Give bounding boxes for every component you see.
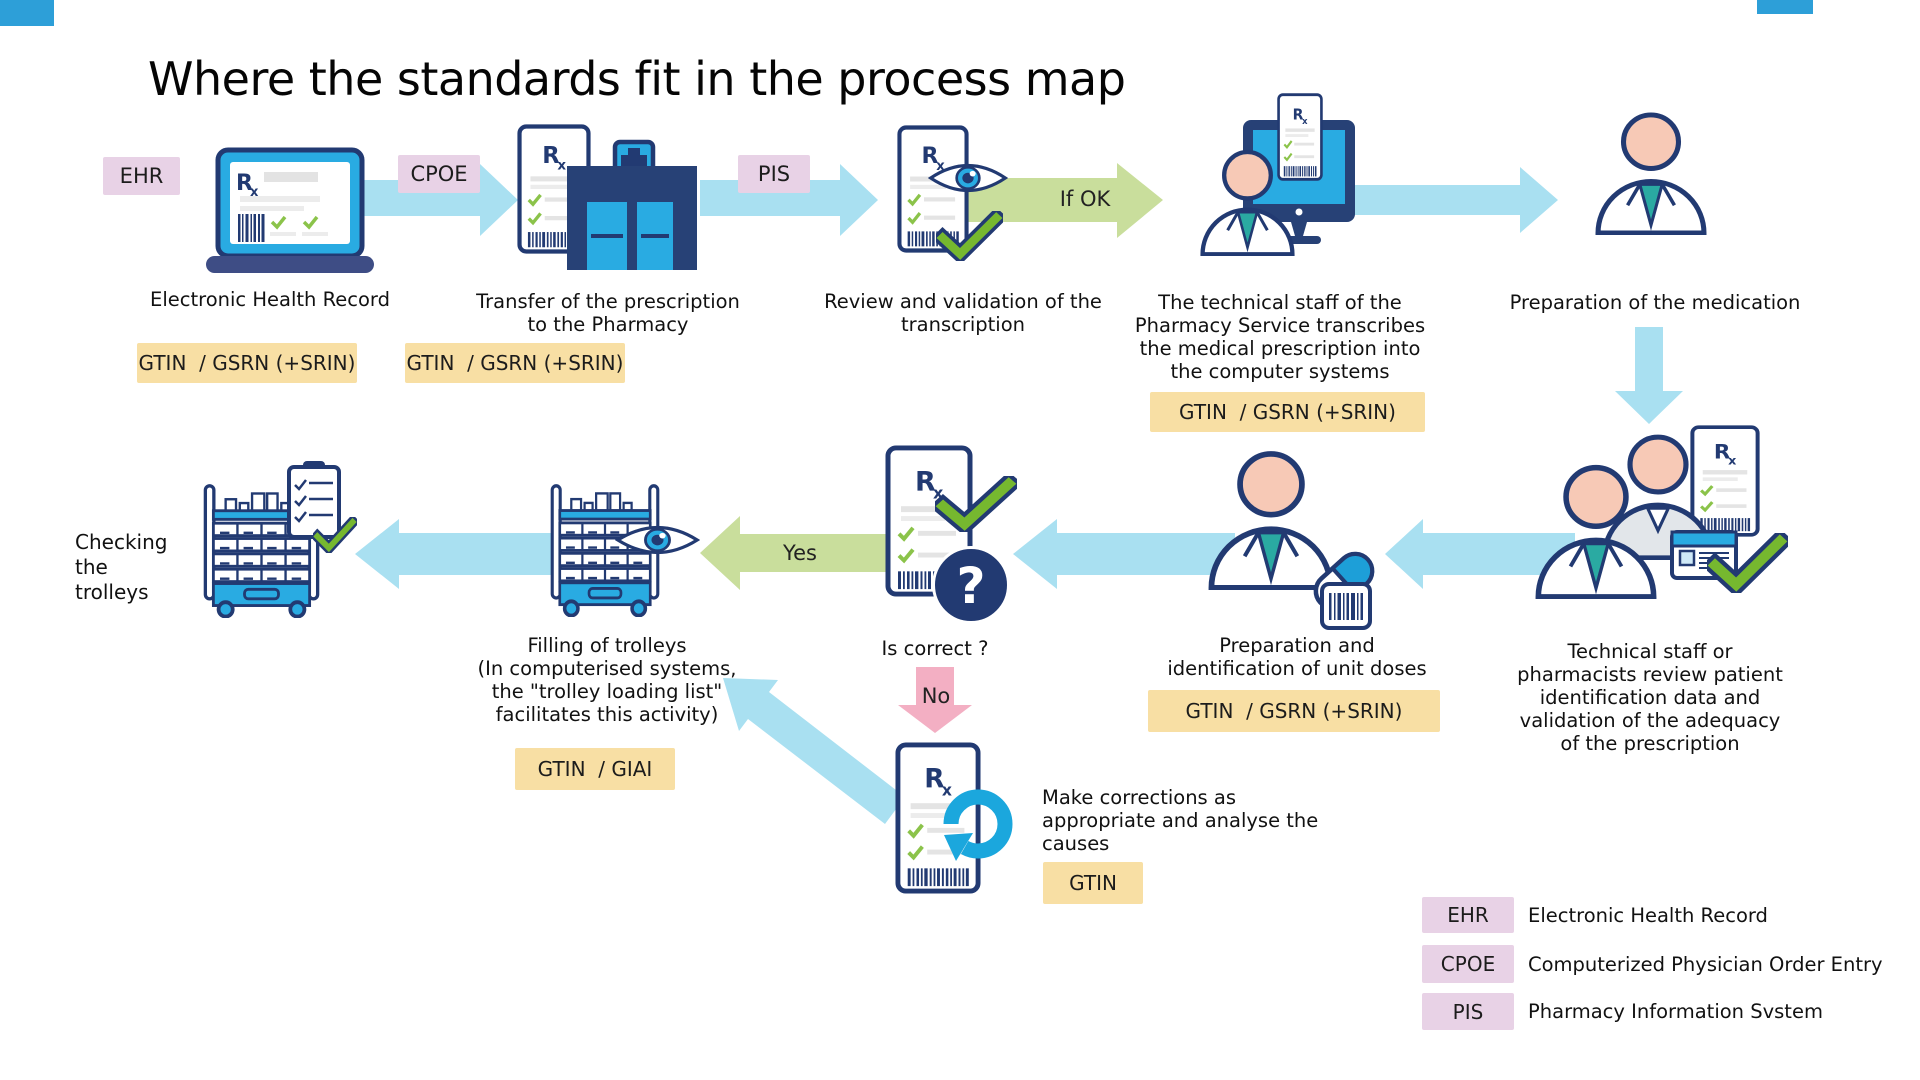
label-no: No (921, 684, 951, 708)
tag-ehr: EHR (103, 157, 180, 195)
label-yes: Yes (783, 541, 817, 565)
legend-tag-pis: PIS (1422, 993, 1514, 1030)
legend-tag-cpoe: CPOE (1422, 945, 1514, 983)
label-preparation-medication: Preparation of the medication (1509, 291, 1801, 314)
arrow-no (898, 667, 972, 733)
label-corrections: Make corrections as appropriate and anal… (1042, 786, 1319, 855)
page-title: Where the standards fit in the process m… (148, 52, 1126, 106)
arrow-down-right (1615, 327, 1683, 424)
label-filling-trolleys: Filling of trolleys (In computerised sys… (477, 634, 737, 726)
staff-review-patient-icon (1538, 425, 1780, 597)
corner-mark-right (1757, 0, 1813, 14)
checking-trolleys-icon (203, 461, 352, 618)
legend-label-cpoe: Computerized Physician Order Entry (1528, 952, 1883, 976)
standard-filling-trolleys: GTIN / GIAI (515, 748, 675, 790)
label-unit-doses: Preparation and identification of unit d… (1167, 634, 1427, 680)
standard-unit-doses: GTIN / GSRN (+SRIN) (1148, 690, 1440, 732)
label-if-ok: If OK (1059, 187, 1111, 211)
label-review: Review and validation of the transcripti… (824, 290, 1102, 336)
label-transcription: The technical staff of the Pharmacy Serv… (1134, 291, 1426, 383)
standard-ehr: GTIN / GSRN (+SRIN) (137, 343, 357, 383)
arrow-transcription-to-preparation (1340, 167, 1558, 233)
unit-doses-icon (1211, 454, 1375, 630)
label-ehr: Electronic Health Record (150, 288, 390, 311)
legend-label-pis: Pharmacy Information Svstem (1528, 1000, 1823, 1023)
standard-transfer: GTIN / GSRN (+SRIN) (405, 343, 625, 383)
arrow-corrections-to-filling (723, 678, 905, 824)
pharmacy-building-icon (520, 127, 697, 270)
label-review-patient: Technical staff or pharmacists review pa… (1517, 640, 1783, 755)
label-is-correct: Is correct ? (881, 637, 989, 660)
pharmacist-icon (1598, 115, 1704, 233)
arrow-if-ok (967, 163, 1163, 238)
corner-mark-left (0, 0, 54, 26)
standard-transcription: GTIN / GSRN (+SRIN) (1150, 392, 1425, 432)
label-transfer: Transfer of the prescription to the Phar… (476, 290, 740, 336)
tag-cpoe: CPOE (398, 155, 480, 193)
technical-staff-computer-icon (1203, 93, 1355, 255)
standard-corrections: GTIN (1043, 862, 1143, 904)
tag-pis: PIS (738, 155, 810, 193)
is-correct-icon: ? (888, 448, 1009, 624)
svg-text:x: x (250, 185, 259, 200)
arrow-reviewpatient-to-unitdoses (1385, 519, 1575, 589)
filling-trolleys-icon (550, 483, 699, 617)
arrow-yes (700, 516, 888, 590)
legend-tag-ehr: EHR (1422, 897, 1514, 933)
svg-text:?: ? (956, 557, 985, 615)
svg-text:R: R (236, 171, 253, 196)
arrow-filling-to-checking (355, 519, 555, 589)
arrow-unitdoses-to-iscorrect (1013, 519, 1235, 589)
laptop-ehr-icon: R x (206, 147, 374, 273)
label-checking-trolleys: Checking the trolleys (75, 530, 168, 604)
legend-label-ehr: Electronic Health Record (1528, 903, 1768, 927)
corrections-icon (898, 745, 1013, 891)
